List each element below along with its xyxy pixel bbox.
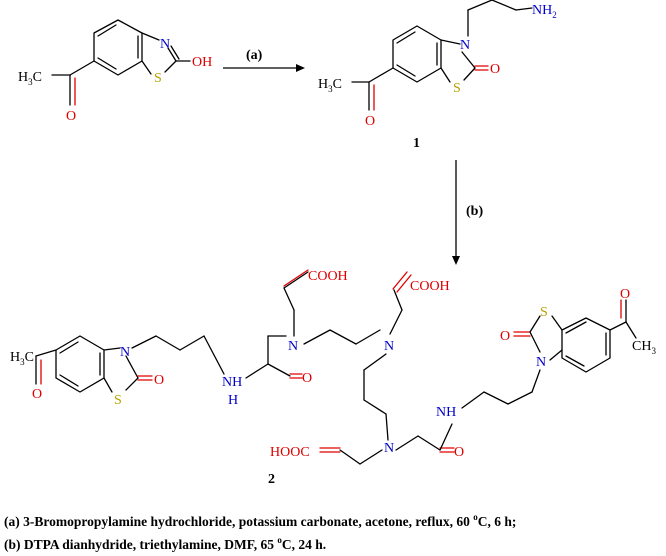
atom-n: N bbox=[460, 38, 470, 53]
atom-nh2: NH2 bbox=[532, 3, 557, 20]
atom-h3c: H3C bbox=[318, 77, 342, 94]
atom-s: S bbox=[114, 393, 122, 408]
atom-n: N bbox=[120, 345, 130, 360]
reaction-arrow-a: (a) bbox=[223, 48, 305, 72]
atom-cooh-2: COOH bbox=[410, 279, 450, 294]
atom-o: O bbox=[365, 114, 375, 129]
atom-s: S bbox=[154, 71, 162, 86]
compound-2: H3C O N S O NH H O N COOH N bbox=[10, 269, 656, 487]
compound-1: N S O O NH2 H3C 1 bbox=[318, 0, 557, 151]
atom-s: S bbox=[540, 305, 548, 320]
atom-n1: N bbox=[288, 339, 298, 354]
condition-b: (b) DTPA dianhydride, triethylamine, DMF… bbox=[4, 535, 326, 552]
atom-o: O bbox=[302, 371, 312, 386]
atom-h3c: H3C bbox=[18, 70, 42, 87]
compound-2-number: 2 bbox=[268, 472, 275, 487]
atom-o: O bbox=[154, 373, 164, 388]
atom-o: O bbox=[620, 287, 630, 302]
atom-n-right: N bbox=[536, 355, 546, 370]
atom-nh-right: NH bbox=[436, 405, 456, 420]
reagent-b-label: (b) bbox=[466, 204, 483, 219]
atom-h: H bbox=[228, 393, 238, 408]
atom-ch3-right: CH3 bbox=[632, 339, 656, 356]
atom-o: O bbox=[490, 62, 500, 77]
reagent-a-label: (a) bbox=[246, 48, 263, 63]
atom-n3: N bbox=[384, 441, 394, 456]
atom-cooh-1: COOH bbox=[308, 269, 348, 284]
atom-o: O bbox=[500, 329, 510, 344]
compound-1-number: 1 bbox=[413, 136, 420, 151]
atom-n: N bbox=[160, 37, 170, 52]
starting-material: N S OH O H3C bbox=[18, 19, 212, 124]
atom-nh: NH bbox=[222, 375, 242, 390]
atom-n2: N bbox=[384, 339, 394, 354]
atom-o: O bbox=[454, 445, 464, 460]
atom-s: S bbox=[453, 81, 461, 96]
condition-a: (a) 3-Bromopropylamine hydrochloride, po… bbox=[4, 512, 516, 529]
atom-o: O bbox=[66, 109, 76, 124]
atom-oh: OH bbox=[192, 55, 212, 70]
atom-hooc: HOOC bbox=[270, 445, 310, 460]
atom-h3c-left: H3C bbox=[10, 350, 34, 367]
atom-o: O bbox=[32, 387, 42, 402]
reaction-arrow-b: (b) bbox=[452, 160, 483, 265]
reaction-conditions: (a) 3-Bromopropylamine hydrochloride, po… bbox=[4, 512, 516, 552]
